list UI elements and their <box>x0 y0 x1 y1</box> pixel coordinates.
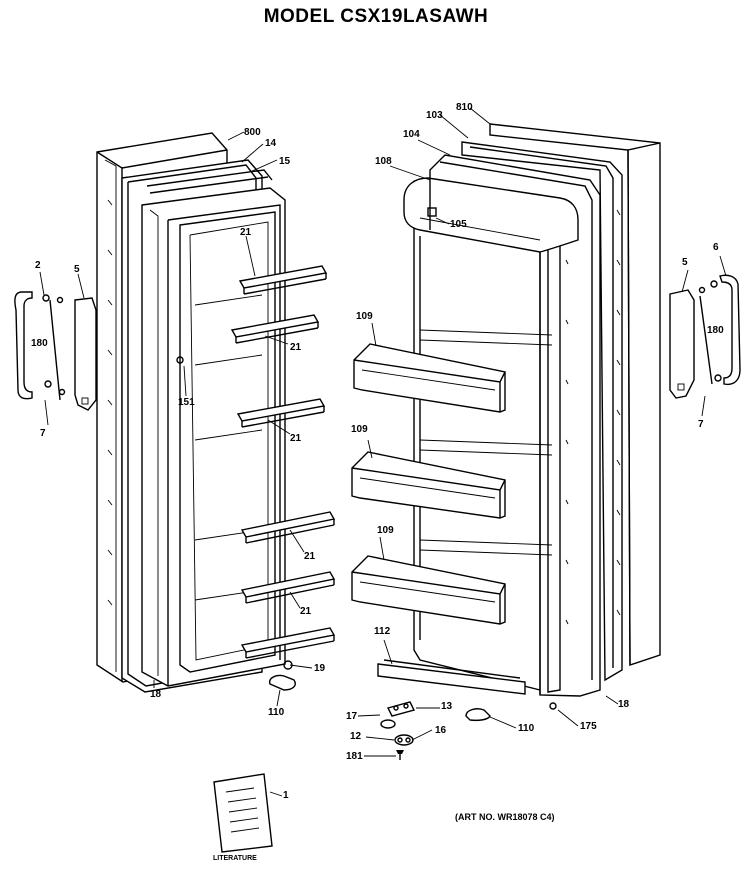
callout-6: 6 <box>713 242 719 253</box>
callout-175: 175 <box>580 721 597 732</box>
callout-7-right: 7 <box>698 419 704 430</box>
fresh-food-door-outer-panel <box>489 123 661 666</box>
callout-17: 17 <box>346 711 358 722</box>
literature-label: LITERATURE <box>213 855 257 862</box>
callout-2: 2 <box>35 260 41 271</box>
literature-booklet <box>213 773 273 853</box>
callout-12: 12 <box>350 731 362 742</box>
callout-15: 15 <box>279 156 291 167</box>
freezer-door-trim-14-15 <box>146 169 273 194</box>
callout-109-a: 109 <box>356 311 373 322</box>
callout-109-c: 109 <box>377 525 394 536</box>
fresh-food-handle <box>669 274 741 399</box>
callout-21-a: 21 <box>240 227 252 238</box>
callout-181: 181 <box>346 751 363 762</box>
callout-21-e: 21 <box>300 606 312 617</box>
callout-21-b: 21 <box>290 342 302 353</box>
callout-105: 105 <box>450 219 467 230</box>
art-number: (ART NO. WR18078 C4) <box>455 812 555 822</box>
callout-5-right: 5 <box>682 257 688 268</box>
callout-1: 1 <box>283 790 289 801</box>
callout-180-left: 180 <box>31 338 48 349</box>
hinge-parts <box>380 701 557 760</box>
bottom-shelf-rail <box>377 659 526 695</box>
callout-18-left: 18 <box>150 689 162 700</box>
callout-104: 104 <box>403 129 420 140</box>
callout-108: 108 <box>375 156 392 167</box>
callout-180-right: 180 <box>707 325 724 336</box>
leader-lines <box>39 107 727 797</box>
callout-16: 16 <box>435 725 447 736</box>
callout-21-d: 21 <box>304 551 316 562</box>
door-bins <box>351 343 506 625</box>
callout-14: 14 <box>265 138 277 149</box>
callout-7-left: 7 <box>40 428 46 439</box>
callout-109-b: 109 <box>351 424 368 435</box>
callout-103: 103 <box>426 110 443 121</box>
callout-18-right: 18 <box>618 699 630 710</box>
callout-800: 800 <box>244 127 261 138</box>
freezer-door-shelves <box>230 265 336 659</box>
freezer-door-small-parts <box>176 356 296 691</box>
freezer-door-liner <box>141 187 286 687</box>
callout-13: 13 <box>441 701 453 712</box>
callout-151: 151 <box>178 397 195 408</box>
fresh-food-door-gasket <box>461 141 623 682</box>
callout-810: 810 <box>456 102 473 113</box>
callout-110-right: 110 <box>518 723 535 734</box>
freezer-handle <box>14 291 97 411</box>
callout-110-left: 110 <box>268 707 285 718</box>
callout-112: 112 <box>374 626 391 637</box>
callout-19: 19 <box>314 663 326 674</box>
fresh-food-door-liner <box>403 154 601 697</box>
callout-5-left: 5 <box>74 264 80 275</box>
model-title: MODEL CSX19LASAWH <box>263 6 489 27</box>
callout-21-c: 21 <box>290 433 302 444</box>
